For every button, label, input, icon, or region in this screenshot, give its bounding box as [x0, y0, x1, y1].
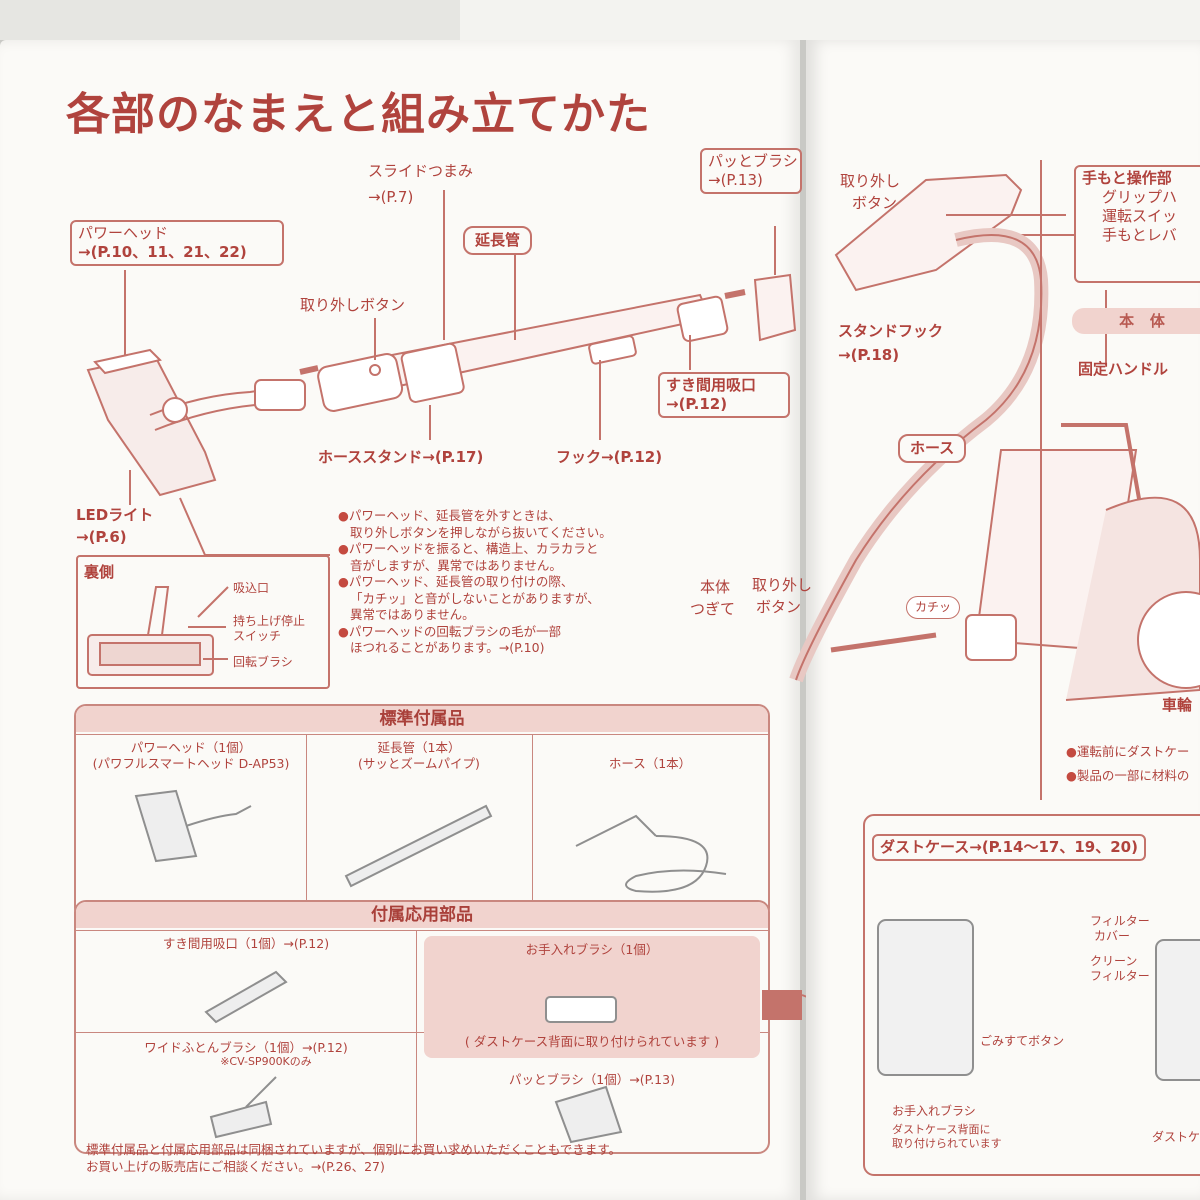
label-pad-brush-ref: →(P.13)	[708, 171, 763, 189]
footer-note: 標準付属品と付属応用部品は同梱されていますが、個別にお買い求めいただくこともでき…	[86, 1142, 622, 1174]
note-3: ●パワーヘッド、延長管の取り付けの際、	[338, 574, 574, 589]
note-2: ●パワーヘッドを振ると、構造上、カラカラと	[338, 541, 599, 556]
label-release-button-r2: ボタン	[852, 194, 898, 212]
opt-item-futon: ワイドふとんブラシ（1個）→(P.12)	[144, 1040, 348, 1055]
underside-title: 裏側	[84, 563, 115, 581]
label-lift-stop-2: スイッチ	[233, 629, 282, 643]
label-care-brush-note-2: 取り付けられています	[892, 1137, 1002, 1150]
label-release-button: 取り外しボタン	[300, 296, 406, 314]
background-strip	[0, 0, 1200, 40]
label-grip: グリップハ	[1102, 188, 1178, 206]
label-filter-cover: フィルター	[1090, 914, 1150, 928]
note-3c: 異常ではありません。	[350, 607, 475, 622]
opt-item-gap: すき間用吸口（1個）→(P.12)	[162, 936, 330, 951]
label-hose-stand: ホーススタンド→(P.17)	[318, 448, 484, 466]
std-item-hose: ホース（1本）	[608, 756, 692, 771]
label-led-light-ref: →(P.6)	[76, 528, 127, 546]
standard-accessories: 標準付属品 パワーヘッド（1個） (パワフルスマートヘッド D-AP53) 延長…	[74, 704, 770, 920]
label-release-2b: ボタン	[756, 598, 802, 616]
label-fixed-handle: 固定ハンドル	[1078, 360, 1169, 378]
label-hand-ops: 手もと操作部	[1082, 169, 1172, 187]
right-note-2: ●製品の一部に材料の	[1066, 768, 1190, 783]
optional-drawings	[204, 970, 623, 1144]
label-pad-brush-box: パッとブラシ →(P.13)	[700, 148, 802, 194]
label-power-head-box: パワーヘッド →(P.10、11、21、22)	[70, 220, 284, 266]
label-hose-r: ホース	[898, 434, 967, 463]
label-hook: フック→(P.12)	[556, 448, 663, 466]
label-gap-nozzle-ref: →(P.12)	[666, 395, 728, 413]
label-lift-stop: 持ち上げ停止	[233, 614, 306, 628]
label-release-button-r: 取り外し	[840, 172, 901, 190]
label-power-head-ref: →(P.10、11、21、22)	[78, 243, 247, 261]
label-care-brush-note-1: ダストケース背面に	[892, 1123, 991, 1136]
std-item-power-head: パワーヘッド（1個） (パワフルスマートヘッド D-AP53)	[92, 740, 290, 771]
label-run-switch: 運転スイッ	[1102, 207, 1178, 225]
opt-item-brush: お手入れブラシ（1個）	[525, 942, 659, 957]
underside-panel: 裏側 吸込口 持ち上げ停止 スイッチ 回転ブラシ	[76, 555, 330, 689]
label-suction: 吸込口	[233, 581, 270, 595]
underside-drawing	[87, 586, 229, 676]
label-joint-2: つぎて	[690, 600, 736, 618]
label-pad-brush: パッとブラシ	[708, 152, 798, 170]
std-item-pipe: 延長管（1本） (サッとズームパイプ)	[358, 740, 480, 771]
label-slide-knob-ref: →(P.7)	[368, 188, 414, 206]
hand-ops-box: 手もと操作部 グリップハ 運転スイッ 手もとレバ	[1074, 165, 1200, 283]
label-rotary-brush: 回転ブラシ	[233, 655, 293, 669]
label-power-head: パワーヘッド	[78, 224, 169, 242]
label-joint: 本体	[700, 578, 731, 596]
label-filter-cover-2: カバー	[1094, 929, 1131, 943]
page-title: 各部のなまえと組み立てかた	[66, 89, 651, 140]
label-dust-button: ごみすてボタン	[980, 1034, 1065, 1048]
opt-item-brush-note: ( ダストケース背面に取り付けられています )	[464, 1034, 720, 1049]
label-stand-hook: スタンドフック	[838, 322, 944, 340]
label-click: カチッ	[906, 596, 961, 619]
label-wheel: 車輪	[1162, 696, 1193, 714]
assembly-illustration	[86, 190, 797, 556]
note-3b: 「カチッ」と音がしないことがありますが、	[350, 590, 600, 606]
label-hand-lever: 手もとレバ	[1102, 226, 1177, 244]
standard-accessories-header: 標準付属品	[76, 706, 768, 732]
note-2b: 音がしますが、異常ではありません。	[350, 557, 562, 573]
opt-item-pad: パッとブラシ（1個）→(P.13)	[509, 1072, 675, 1087]
label-extension-pipe: 延長管	[463, 226, 533, 255]
label-clean-filter: クリーン	[1090, 954, 1138, 968]
optional-parts: 付属応用部品 すき間用吸口（1個）→(P.12) お手入れブラシ（1個） ( ダ…	[74, 900, 770, 1154]
label-release-2: 取り外し	[752, 576, 813, 594]
note-4b: ほつれることがあります。→(P.10)	[350, 640, 545, 655]
label-gap-nozzle: すき間用吸口	[666, 376, 757, 394]
label-slide-knob: スライドつまみ	[368, 162, 474, 180]
vacuum-illustration	[789, 160, 1200, 1176]
note-4: ●パワーヘッドの回転ブラシの毛が一部	[338, 623, 562, 639]
optional-parts-header: 付属応用部品	[76, 902, 768, 928]
notes-block: ●パワーヘッド、延長管を外すときは、 取り外しボタンを押しながら抜いてください。…	[338, 508, 638, 657]
label-care-brush: お手入れブラシ	[892, 1104, 976, 1118]
standard-drawings	[134, 789, 727, 893]
label-clean-filter-2: フィルター	[1090, 969, 1150, 983]
note-1b: 取り外しボタンを押しながら抜いてください。	[350, 524, 612, 540]
label-gap-nozzle-box: すき間用吸口 →(P.12)	[658, 372, 790, 418]
note-1: ●パワーヘッド、延長管を外すときは、	[338, 508, 561, 523]
right-note-1: ●運転前にダストケー	[1066, 744, 1190, 759]
label-led-light: LEDライト	[76, 506, 154, 524]
label-stand-hook-ref: →(P.18)	[838, 346, 900, 364]
label-dust-case-2: ダストケ	[1152, 1130, 1200, 1144]
opt-item-futon-note: ※CV-SP900Kのみ	[220, 1055, 312, 1068]
label-dust-case: ダストケース→(P.14～17、19、20)	[872, 834, 1146, 861]
body-section-tab: 本 体	[1072, 308, 1200, 334]
